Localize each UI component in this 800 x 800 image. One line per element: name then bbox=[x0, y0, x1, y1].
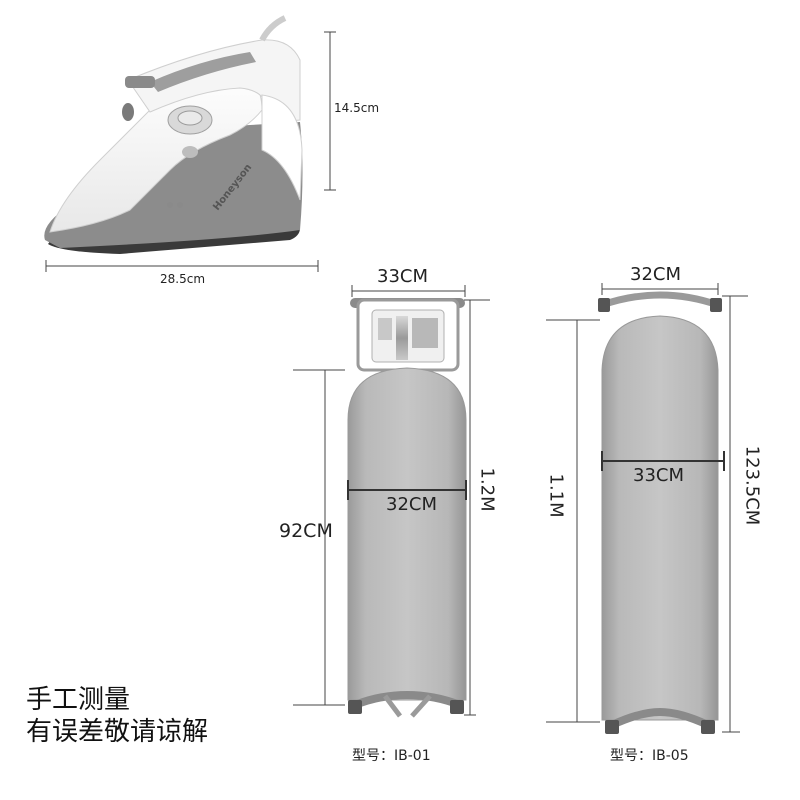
ib01-height-label: 92CM bbox=[279, 520, 333, 542]
iron-height-dimension bbox=[324, 31, 336, 191]
ib01-total-height-dimension bbox=[464, 299, 490, 716]
ironing-board-ib05 bbox=[598, 291, 722, 734]
ib01-top-width-label: 33CM bbox=[377, 266, 429, 287]
measurement-note: 手工测量 有误差敬请谅解 bbox=[26, 684, 208, 748]
ib01-model-label: 型号：IB-01 bbox=[352, 748, 431, 764]
ib01-width-dimension bbox=[347, 480, 467, 500]
ib01-top-width-dimension bbox=[351, 285, 466, 297]
ib05-height-label: 1.1M bbox=[545, 473, 567, 518]
ib01-height-dimension bbox=[293, 369, 345, 706]
ironing-board-ib01 bbox=[347, 298, 467, 718]
ib05-total-height-dimension bbox=[722, 295, 748, 733]
ib05-height-dimension bbox=[546, 319, 600, 723]
ib05-total-height-label: 123.5CM bbox=[741, 445, 763, 526]
ib05-model-label: 型号：IB-05 bbox=[610, 748, 689, 764]
ib05-width-dimension bbox=[601, 451, 725, 471]
ib05-width-label: 33CM bbox=[633, 465, 685, 486]
ib05-top-width-label: 32CM bbox=[630, 264, 682, 285]
iron-height-label: 14.5cm bbox=[334, 101, 380, 115]
ib01-width-label: 32CM bbox=[386, 494, 438, 515]
steam-iron bbox=[44, 15, 303, 254]
iron-length-label: 28.5cm bbox=[160, 272, 206, 286]
iron-length-dimension bbox=[45, 260, 319, 272]
ib01-total-height-label: 1.2M bbox=[476, 467, 498, 512]
ib05-top-width-dimension bbox=[601, 283, 719, 295]
note-line-2: 有误差敬请谅解 bbox=[26, 717, 209, 747]
note-line-1: 手工测量 bbox=[26, 685, 131, 715]
